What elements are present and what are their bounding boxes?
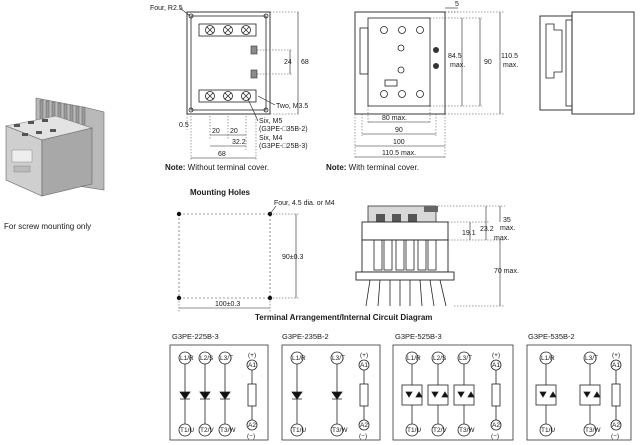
dim-100: 100 — [393, 139, 405, 146]
dim-23-2: 23.2 — [480, 226, 494, 233]
dim-20-a: 20 — [212, 128, 220, 135]
m4-model-label: (G3PE-□25B-3) — [259, 143, 308, 150]
terminal-t3w: T3/W — [585, 427, 601, 434]
terminal-l3t: L3/T — [459, 355, 472, 362]
minus-label: (−) — [359, 433, 367, 440]
minus-label: (−) — [491, 433, 499, 440]
terminal-l1r: L1/R — [292, 355, 306, 362]
model-label-1: G3PE-225B-3 — [172, 332, 219, 341]
dim-23-2-max: max. — [494, 235, 509, 242]
note-without-cover: Note: Without terminal cover. — [165, 163, 269, 172]
dim-68-horizontal: 68 — [218, 151, 226, 158]
dim-84-5: 84.5 — [448, 53, 462, 60]
plus-label: (+) — [612, 352, 620, 359]
side-view-heatsink: 19.1 23.2 max. 35 max. 70 max. — [355, 205, 519, 307]
plus-label: (+) — [492, 352, 500, 359]
terminal-l1r: L1/R — [180, 355, 194, 362]
model-label-4: G3PE-535B-2 — [528, 332, 575, 341]
terminal-t1u: T1/U — [407, 427, 421, 434]
a1-label: A1 — [492, 362, 500, 369]
terminal-t3w: T3/W — [332, 427, 348, 434]
terminal-arrangement-title: Terminal Arrangement/Internal Circuit Di… — [255, 313, 432, 322]
dim-90-horizontal: 90 — [395, 127, 403, 134]
circuit-diagram-3: G3PE-525B-3 L1/R L2/S L3/T T1/U T2/V T3/… — [392, 332, 514, 441]
dim-110-5-horizontal: 110.5 max. — [382, 150, 416, 157]
terminal-t2v: T2/V — [200, 427, 214, 434]
plus-label: (+) — [248, 352, 256, 359]
two-m35-label: Two, M3.5 — [276, 103, 308, 110]
terminal-l3t: L3/T — [332, 355, 345, 362]
terminal-t2v: T2/V — [433, 427, 447, 434]
terminal-l1r: L1/R — [407, 355, 421, 362]
control-terminals-1: (+) A1 A2 (−) — [246, 352, 258, 440]
outline-view-with-cover: 5 84.5 max. 90 110.5 max. 80 max. 90 100… — [326, 1, 518, 172]
a2-label: A2 — [248, 422, 256, 429]
dim-05: 0.5 — [179, 122, 189, 129]
dim-90-tolerance: 90±0.3 — [282, 254, 303, 261]
dim-80-max: 80 max. — [382, 115, 407, 122]
model-label-2: G3PE-235B-2 — [282, 332, 329, 341]
product-photo — [4, 97, 105, 197]
six-m5-label: Six, M5 — [259, 118, 282, 125]
mounting-holes-title: Mounting Holes — [190, 188, 251, 197]
dim-68-vertical: 68 — [301, 59, 309, 66]
screw-mounting-caption: For screw mounting only — [4, 222, 91, 231]
terminal-t1u: T1/U — [541, 427, 555, 434]
terminal-t3w: T3/W — [220, 427, 236, 434]
note-with-cover: Note: With terminal cover. — [326, 163, 419, 172]
minus-label: (−) — [247, 433, 255, 440]
dim-110-5-max: max. — [503, 62, 518, 69]
dim-32-2: 32.2 — [232, 139, 246, 146]
a2-label: A2 — [492, 422, 500, 429]
dim-35: 35 — [503, 217, 511, 224]
m5-model-label: (G3PE-□35B-2) — [259, 126, 308, 133]
a2-label: A2 — [612, 422, 620, 429]
a1-label: A1 — [360, 362, 368, 369]
terminal-l1r: L1/R — [541, 355, 555, 362]
dim-100-tolerance: 100±0.3 — [215, 301, 240, 308]
terminal-l2s: L2/S — [200, 355, 214, 362]
terminal-l3t: L3/T — [220, 355, 233, 362]
terminal-t1u: T1/U — [180, 427, 194, 434]
terminal-t3w: T3/W — [459, 427, 475, 434]
dim-5: 5 — [455, 1, 459, 8]
terminal-l3t: L3/T — [585, 355, 598, 362]
a1-label: A1 — [612, 362, 620, 369]
four-holes-label: Four, 4.5 dia. or M4 — [274, 200, 335, 207]
mounting-holes-diagram: Mounting Holes Four, 4.5 dia. or M4 90±0… — [176, 188, 335, 312]
dim-24: 24 — [284, 59, 292, 66]
circuit-diagram-2: G3PE-235B-2 L1/R L3/T T1/U T3/W (+) A1 A… — [281, 332, 381, 441]
plus-label: (+) — [360, 352, 368, 359]
side-profile-view — [539, 11, 635, 115]
circuit-diagram-4: G3PE-535B-2 L1/R L3/T T1/U T3/W (+) A1 A… — [526, 332, 632, 441]
a1-label: A1 — [248, 362, 256, 369]
model-label-3: G3PE-525B-3 — [395, 332, 442, 341]
dim-20-b: 20 — [230, 128, 238, 135]
six-m4-label: Six, M4 — [259, 135, 282, 142]
minus-label: (−) — [611, 433, 619, 440]
terminal-l2s: L2/S — [433, 355, 447, 362]
circuit-diagram-1: G3PE-225B-3 L1/R L2/S L3/T T1/U T2/V T3/… — [169, 332, 269, 441]
four-r25-label: Four, R2.5 — [150, 5, 183, 12]
dim-19-1: 19.1 — [462, 230, 476, 237]
dim-110-5-vertical: 110.5 — [501, 53, 518, 60]
a2-label: A2 — [360, 422, 368, 429]
dim-90-vertical: 90 — [484, 59, 492, 66]
dim-84-5-max: max. — [450, 62, 465, 69]
terminal-t1u: T1/U — [292, 427, 306, 434]
outline-view-without-cover: 24 68 Four, R2.5 Two, M3.5 0.5 20 20 32.… — [150, 5, 309, 172]
dim-35-max: max. — [500, 225, 515, 232]
dim-70-max: 70 max. — [494, 268, 519, 275]
